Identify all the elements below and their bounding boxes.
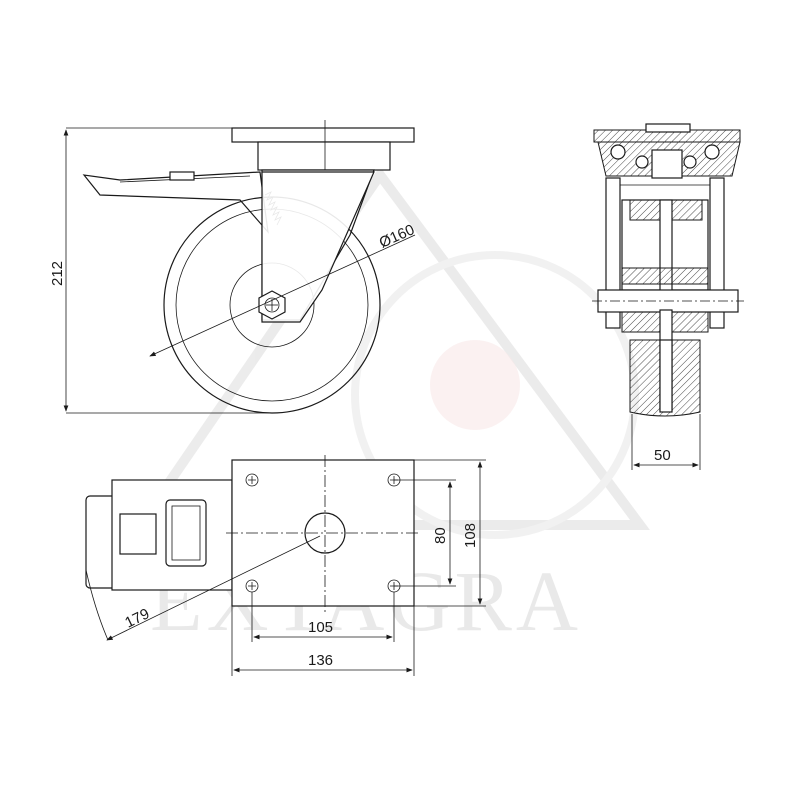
hole-spacing-x-label: 105 [308, 619, 333, 636]
plate-width-label: 136 [308, 652, 333, 669]
side-view: Ø160 212 [49, 120, 417, 414]
swivel-radius-label: 179 [122, 605, 152, 631]
height-dim-label: 212 [49, 261, 66, 286]
center-kingpin [304, 512, 346, 554]
hole-spacing-y-label: 80 [432, 527, 449, 544]
wheel-diameter-label: Ø160 [377, 221, 417, 251]
front-width-dim-label: 50 [654, 447, 671, 464]
plate-length-label: 108 [462, 523, 479, 548]
front-view: 50 [592, 123, 744, 470]
